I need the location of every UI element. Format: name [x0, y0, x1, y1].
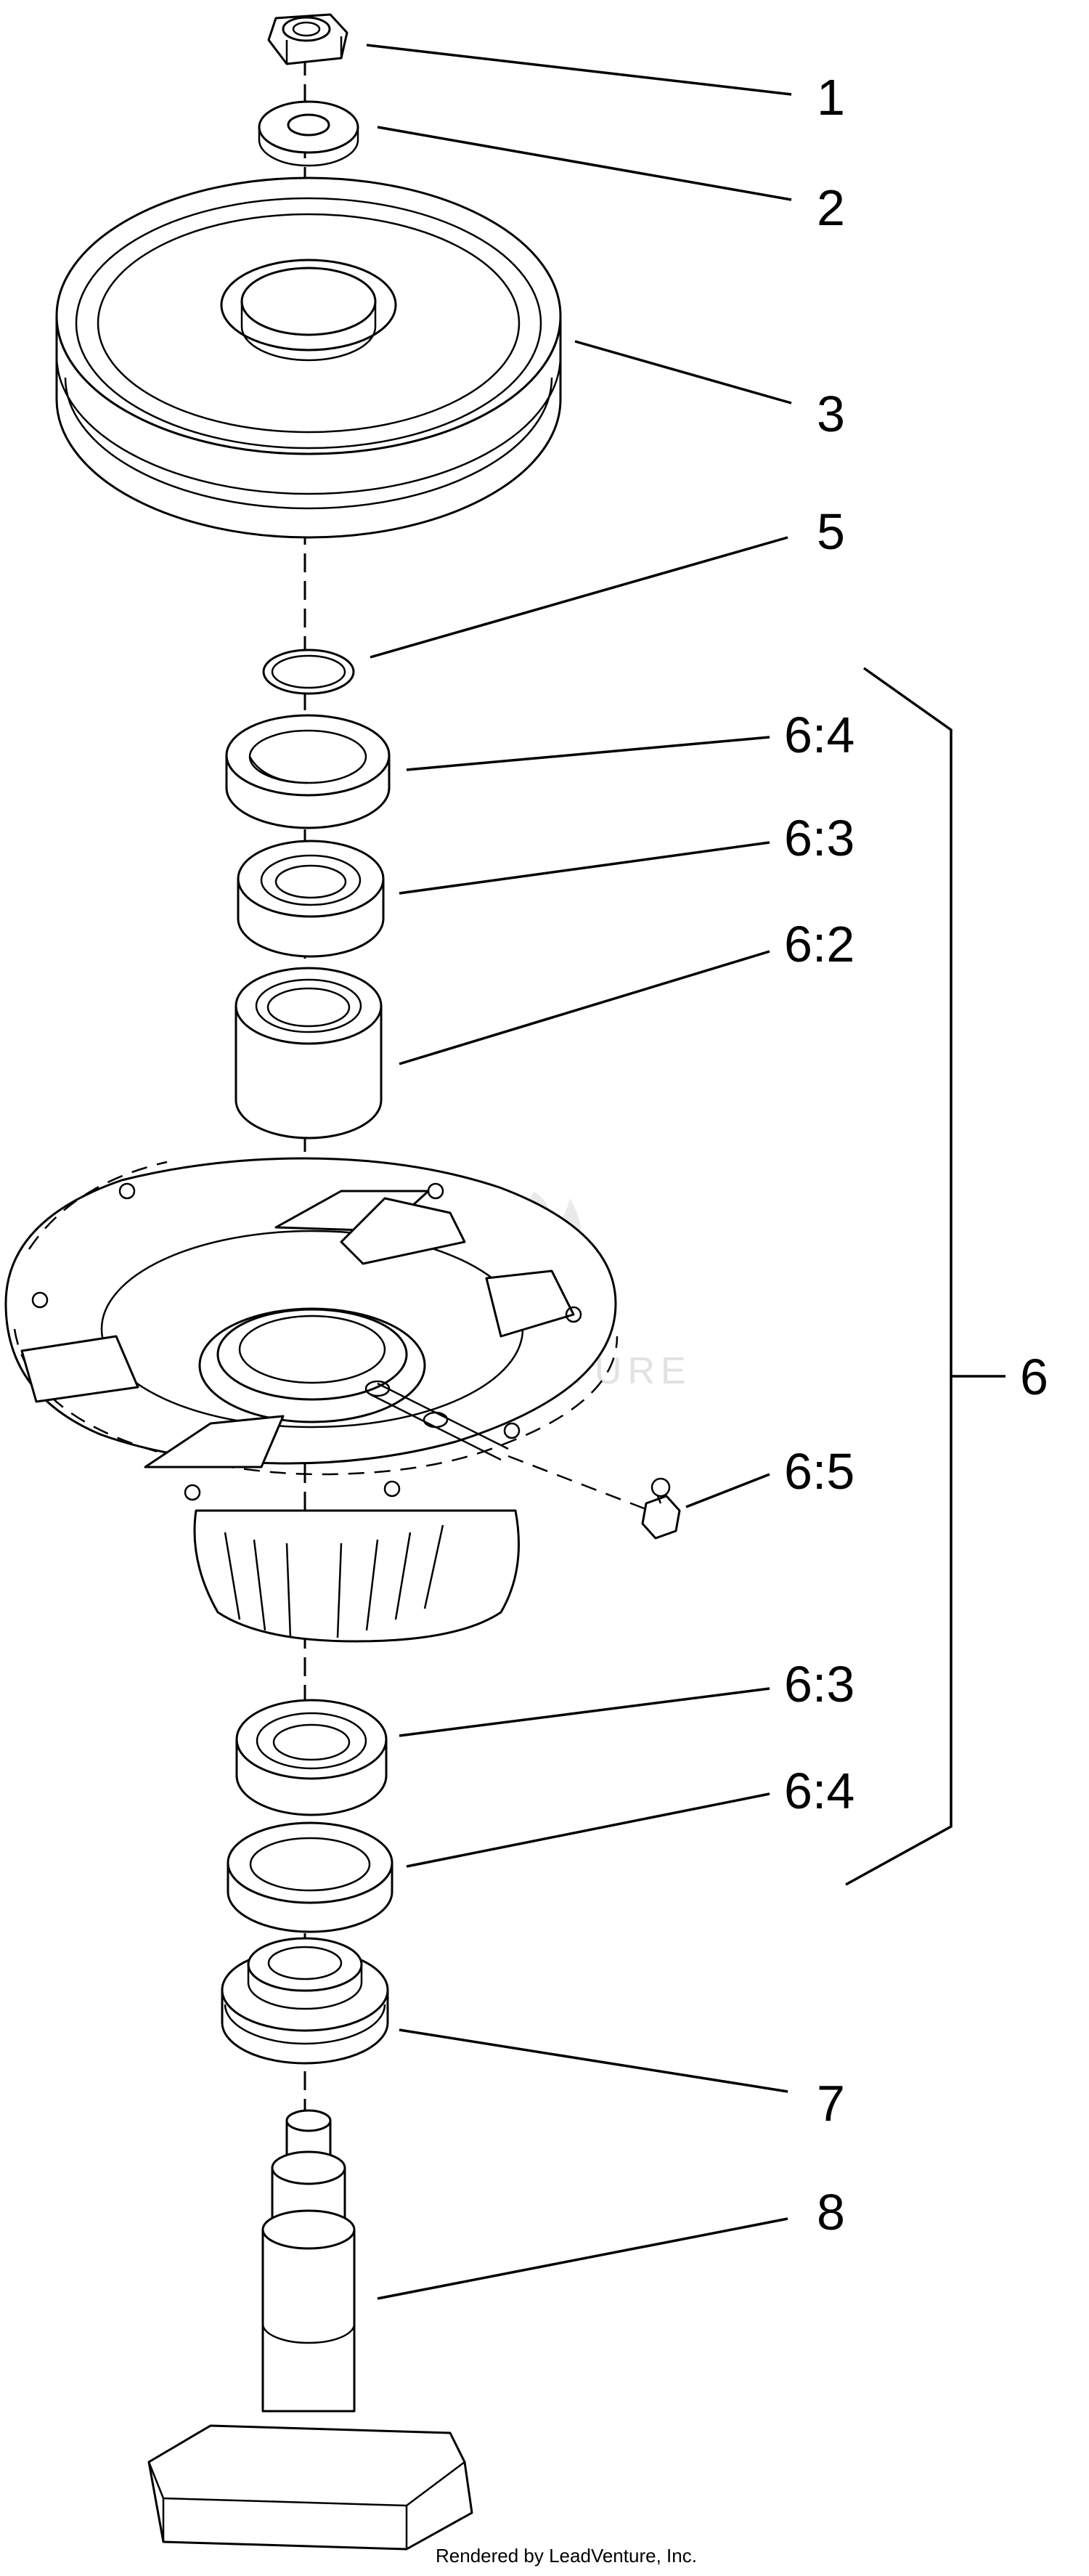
part-6-2-spacer — [234, 967, 383, 1139]
part-6-3-bearing-bottom — [235, 1699, 388, 1816]
bracket-6 — [845, 667, 1006, 1886]
callout-2: 2 — [817, 179, 845, 236]
part-6-4-seal-bottom — [227, 1821, 393, 1933]
callout-1: 1 — [817, 69, 845, 126]
leader-8 — [377, 2217, 788, 2300]
callout-6: 6 — [1020, 1349, 1048, 1405]
callout-5: 5 — [817, 503, 845, 560]
part-6-spindle-housing — [4, 1157, 619, 1643]
footer-credit: Rendered by LeadVenture, Inc. — [436, 2545, 697, 2567]
leader-6-4-bottom — [406, 1792, 770, 1868]
leader-6-4-top — [406, 736, 770, 771]
callout-6-3-bottom: 6:3 — [784, 1656, 855, 1712]
part-6-3-bearing-top — [237, 840, 385, 958]
callout-8: 8 — [817, 2184, 845, 2240]
callout-3: 3 — [817, 386, 845, 442]
part-1-nut — [267, 13, 348, 65]
leader-3 — [574, 340, 792, 405]
part-8-spindle-shaft — [147, 2109, 473, 2551]
callout-6-2: 6:2 — [784, 916, 855, 972]
callout-7: 7 — [817, 2075, 845, 2132]
part-6-4-seal-top — [225, 714, 391, 829]
callout-6-5: 6:5 — [784, 1443, 855, 1500]
part-6-5-grease-fitting — [507, 1455, 681, 1540]
part-5-retaining-ring — [262, 649, 355, 695]
leader-6-5 — [685, 1473, 770, 1508]
part-2-washer — [258, 100, 359, 167]
callout-6-3-top: 6:3 — [784, 810, 855, 866]
leader-6-2 — [399, 950, 770, 1065]
part-7-cap-seal — [221, 1937, 389, 2065]
leader-1 — [366, 44, 792, 96]
leader-7 — [399, 2028, 788, 2093]
leader-6-3-bottom — [399, 1687, 770, 1737]
callout-6-4-top: 6:4 — [784, 707, 855, 763]
leader-2 — [377, 126, 792, 201]
part-3-pulley — [55, 176, 562, 539]
callout-6-4-bottom: 6:4 — [784, 1763, 855, 1819]
leader-6-3-top — [399, 841, 770, 895]
leader-5 — [370, 536, 788, 659]
